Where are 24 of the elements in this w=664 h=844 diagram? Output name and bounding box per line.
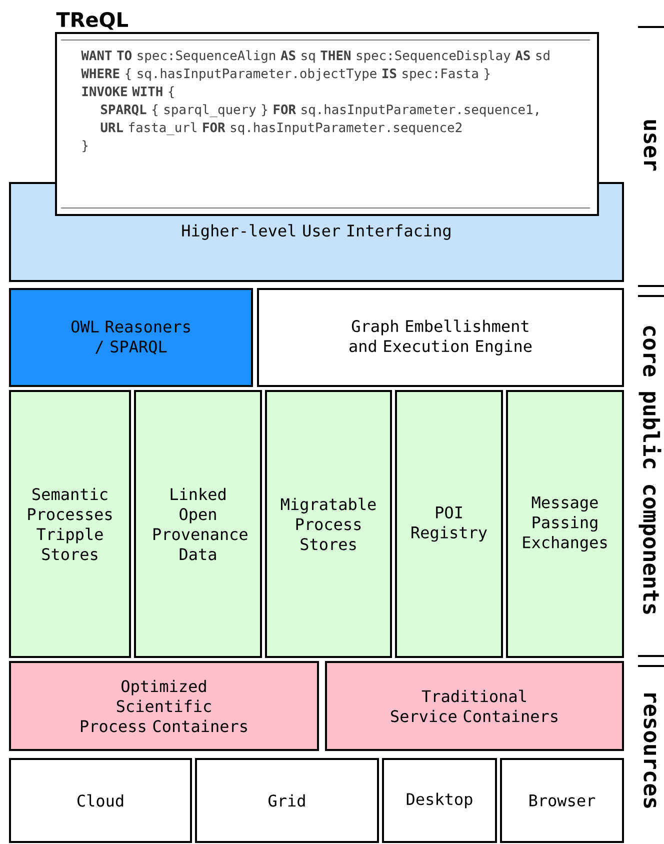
component-box: Linked Open Provenance Data <box>134 390 262 658</box>
platform-box: Grid <box>195 758 379 843</box>
node-label: INVOKE WITH { <box>82 86 174 98</box>
section-label: user <box>644 120 656 171</box>
node-label: } <box>82 140 88 152</box>
component-box: Message Passing Exchanges <box>506 390 624 658</box>
component-box: OWL Reasoners / SPARQL <box>9 288 253 387</box>
component-box: Semantic Processes Tripple Stores <box>9 390 131 658</box>
section-label: core public components <box>638 326 662 614</box>
platform-box: Cloud <box>9 758 192 843</box>
platform-box: Browser <box>500 758 624 843</box>
platform-box: Desktop <box>382 758 497 843</box>
node-label: SPARQL { sparql_query } FOR sq.hasInputParameter.sequence1, <box>101 104 538 118</box>
node-label: URL fasta_url FOR sq.hasInputParameter.sequence2 <box>100 122 462 136</box>
node-label: WANT TO spec:SequenceAlign AS sq THEN spec:SequenceDisplay AS sd <box>81 50 550 63</box>
component-box: Migratable Process Stores <box>265 390 392 658</box>
node-label: WHERE { sq.hasInputParameter.objectType IS spec:Fasta } <box>81 68 490 81</box>
heading: TReQL <box>56 12 128 30</box>
container-box: Optimized Scientific Process Containers <box>9 661 319 751</box>
code-listing: WANT TO spec:SequenceAlign AS sq THEN spec:SequenceDisplay AS sd WHERE { sq.hasInputParameter.objectType IS spec:Fasta } INVOKE WITH { SPARQL { sparql_query } FOR sq.hasInputParameter.sequence1, URL fasta_url FOR sq.hasInputParameter.sequence2 } <box>81 50 550 152</box>
container-box: Traditional Service Containers <box>325 661 624 751</box>
component-box: POI Registry <box>395 390 503 658</box>
component-box: Graph Embellishment and Execution Engine <box>257 288 624 387</box>
section-label: resources <box>644 694 656 808</box>
